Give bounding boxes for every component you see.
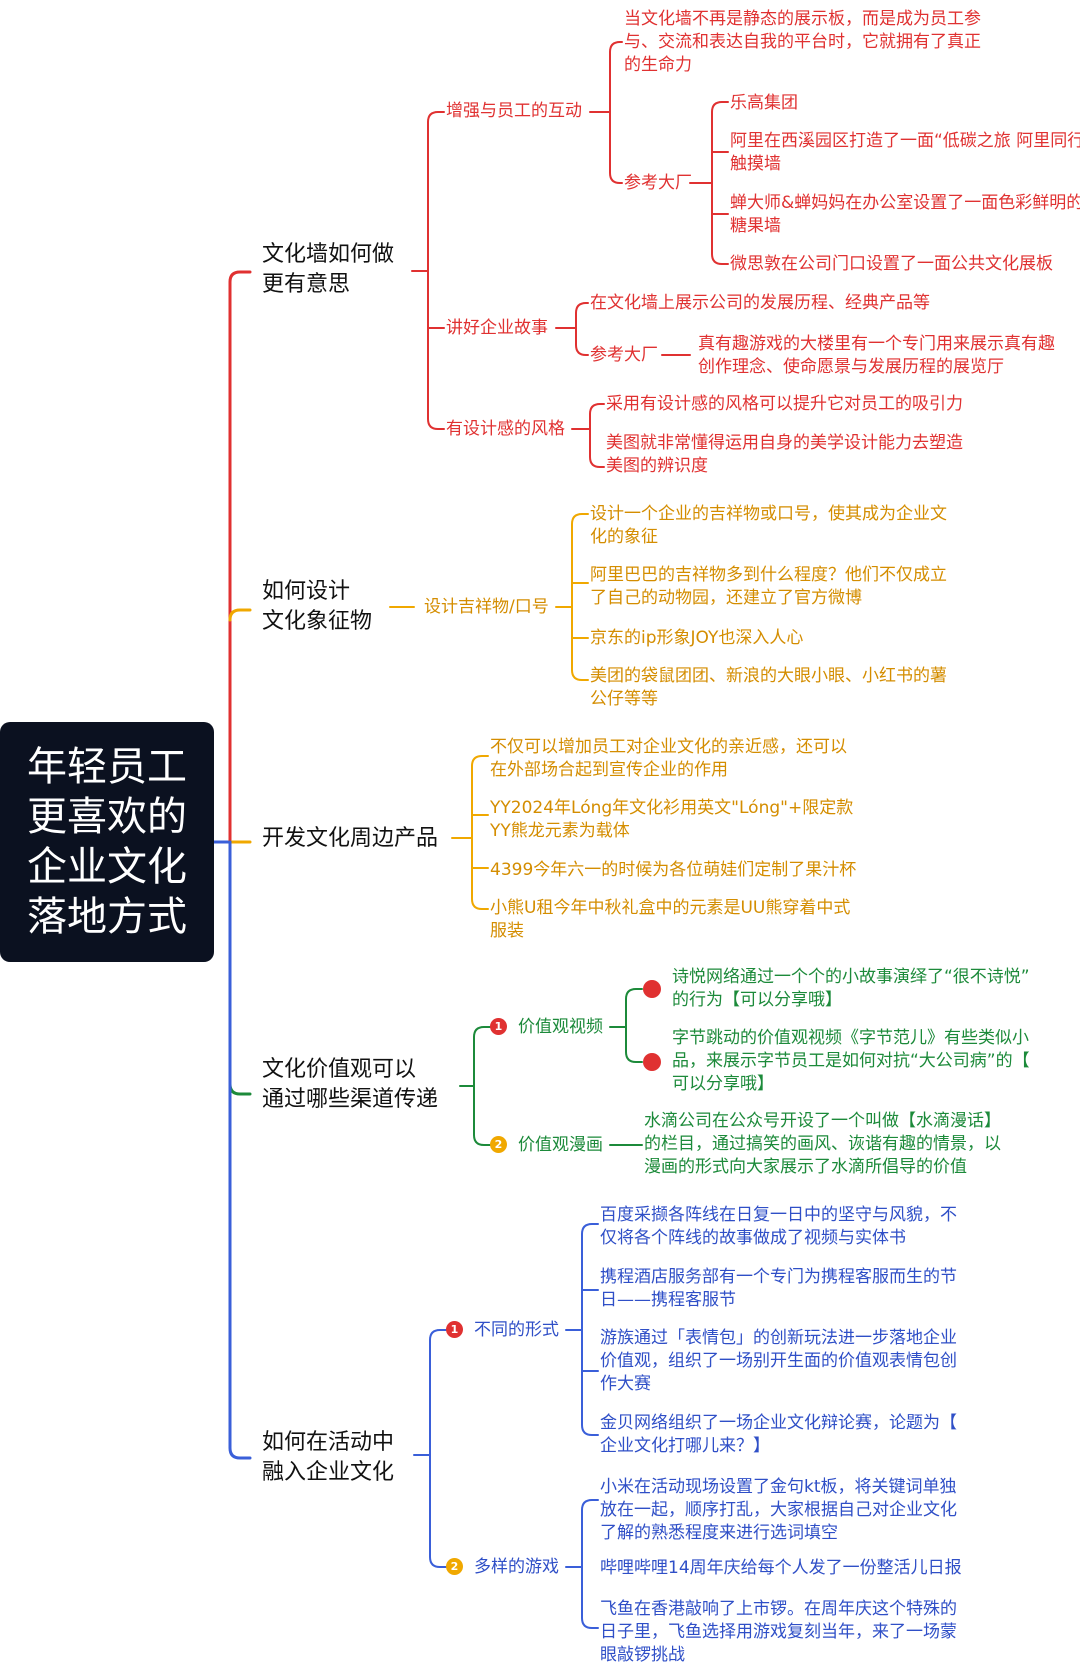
node-mascot-slogan[interactable]: 设计吉祥物/口号 [424, 597, 549, 617]
red-dot-icon [643, 980, 661, 998]
node-mascot-item-2[interactable]: 阿里巴巴的吉祥物多到什么程度？他们不仅成立 了自己的动物园，还建立了官方微博 [590, 565, 947, 608]
node-merch-item-4[interactable]: 小熊U租今年中秋礼盒中的元素是UU熊穿着中式 服装 [490, 898, 851, 941]
node-mascot-item-3[interactable]: 京东的ip形象JOY也深入人心 [590, 628, 804, 648]
node-video-bytedance[interactable]: 字节跳动的价值观视频《字节范儿》有些类似小 品，来展示字节员工是如何对抗“大公司… [672, 1028, 1030, 1094]
node-staff-interaction[interactable]: 增强与员工的互动 [446, 101, 582, 121]
branch-culture-symbol[interactable]: 如何设计 文化象征物 [262, 579, 373, 634]
node-reference-companies[interactable]: 参考大厂 [624, 173, 692, 193]
branch-merchandise[interactable]: 开发文化周边产品 [262, 826, 439, 851]
node-ref-candy-wall[interactable]: 蝉大师&蝉妈妈在办公室设置了一面色彩鲜明的 糖果墙 [730, 193, 1080, 236]
node-merch-item-1[interactable]: 不仅可以增加员工对企业文化的亲近感，还可以 在外部场合起到宣传企业的作用 [490, 737, 847, 780]
node-company-story[interactable]: 讲好企业故事 [446, 318, 548, 338]
node-form-youzu[interactable]: 游族通过「表情包」的创新玩法进一步落地企业 价值观，组织了一场别开生面的价值观表… [600, 1328, 957, 1394]
root-node[interactable]: 年轻员工 更喜欢的 企业文化 落地方式 [0, 722, 214, 962]
branch-activities[interactable]: 如何在活动中 融入企业文化 [262, 1430, 395, 1485]
root-line: 年轻员工 [27, 744, 187, 790]
node-game-bilibili[interactable]: 哔哩哔哩14周年庆给每个人发了一份整活儿日报 [600, 1558, 962, 1578]
node-form-baidu[interactable]: 百度采撷各阵线在日复一日中的坚守与风貌，不 仅将各个阵线的故事做成了视频与实体书 [600, 1205, 957, 1248]
node-story-item[interactable]: 在文化墙上展示公司的发展历程、经典产品等 [590, 293, 930, 313]
node-video-shiyue[interactable]: 诗悦网络通过一个个的小故事演绎了“很不诗悦” 的行为【可以分享哦】 [672, 967, 1030, 1010]
node-form-jinbei[interactable]: 金贝网络组织了一场企业文化辩论赛，论题为【 企业文化打哪儿来？】 [600, 1413, 957, 1456]
branch-value-channels[interactable]: 文化价值观可以 通过哪些渠道传递 [262, 1057, 439, 1112]
node-design-item-1[interactable]: 采用有设计感的风格可以提升它对员工的吸引力 [606, 394, 963, 414]
node-game-xiaomi[interactable]: 小米在活动现场设置了金句kt板，将关键词单独 放在一起，顺序打乱，大家根据自己对… [600, 1477, 957, 1543]
node-ref-alibaba-wall[interactable]: 阿里在西溪园区打造了一面“低碳之旅 阿里同行 触摸墙 [730, 131, 1080, 174]
node-form-ctrip[interactable]: 携程酒店服务部有一个专门为携程客服而生的节 日——携程客服节 [600, 1267, 957, 1310]
node-intro-text[interactable]: 当文化墙不再是静态的展示板，而是成为员工参 与、交流和表达自我的平台时，它就拥有… [624, 9, 981, 75]
node-value-comic[interactable]: 价值观漫画 [518, 1135, 603, 1155]
node-game-feiyu[interactable]: 飞鱼在香港敲响了上市锣。在周年庆这个特殊的 日子里，飞鱼选择用游戏复刻当年，来了… [600, 1599, 957, 1665]
number-badge-icon: 2 [446, 1558, 463, 1575]
node-design-item-2[interactable]: 美图就非常懂得运用自身的美学设计能力去塑造 美图的辨识度 [606, 433, 963, 476]
root-line: 企业文化 [27, 844, 187, 890]
node-value-video[interactable]: 价值观视频 [518, 1017, 603, 1037]
node-mascot-item-4[interactable]: 美团的袋鼠团团、新浪的大眼小眼、小红书的薯 公仔等等 [590, 666, 947, 709]
node-merch-item-2[interactable]: YY2024年Lóng年文化衫用英文"Lóng"+限定款 YY熊龙元素为载体 [490, 798, 854, 841]
node-ref-lego[interactable]: 乐高集团 [730, 93, 798, 113]
number-badge-icon: 2 [490, 1136, 507, 1153]
node-story-reference[interactable]: 参考大厂 [590, 345, 658, 365]
node-comic-shuidi[interactable]: 水滴公司在公众号开设了一个叫做【水滴漫话】 的栏目，通过搞笑的画风、诙谐有趣的情… [644, 1111, 1001, 1177]
node-ref-weisidun[interactable]: 微思敦在公司门口设置了一面公共文化展板 [730, 254, 1053, 274]
number-badge-icon: 1 [446, 1321, 463, 1338]
number-badge-icon: 1 [490, 1018, 507, 1035]
node-mascot-item-1[interactable]: 设计一个企业的吉祥物或口号，使其成为企业文 化的象征 [590, 504, 947, 547]
branch-culture-wall[interactable]: 文化墙如何做 更有意思 [262, 242, 395, 297]
node-design-style[interactable]: 有设计感的风格 [446, 419, 565, 439]
node-different-forms[interactable]: 不同的形式 [474, 1320, 559, 1340]
node-various-games[interactable]: 多样的游戏 [474, 1557, 559, 1577]
root-line: 落地方式 [27, 894, 187, 940]
root-line: 更喜欢的 [27, 794, 187, 840]
node-merch-item-3[interactable]: 4399今年六一的时候为各位萌娃们定制了果汁杯 [490, 860, 857, 880]
red-dot-icon [643, 1053, 661, 1071]
node-story-ref-zhenyouqu[interactable]: 真有趣游戏的大楼里有一个专门用来展示真有趣 创作理念、使命愿景与发展历程的展览厅 [698, 334, 1055, 377]
